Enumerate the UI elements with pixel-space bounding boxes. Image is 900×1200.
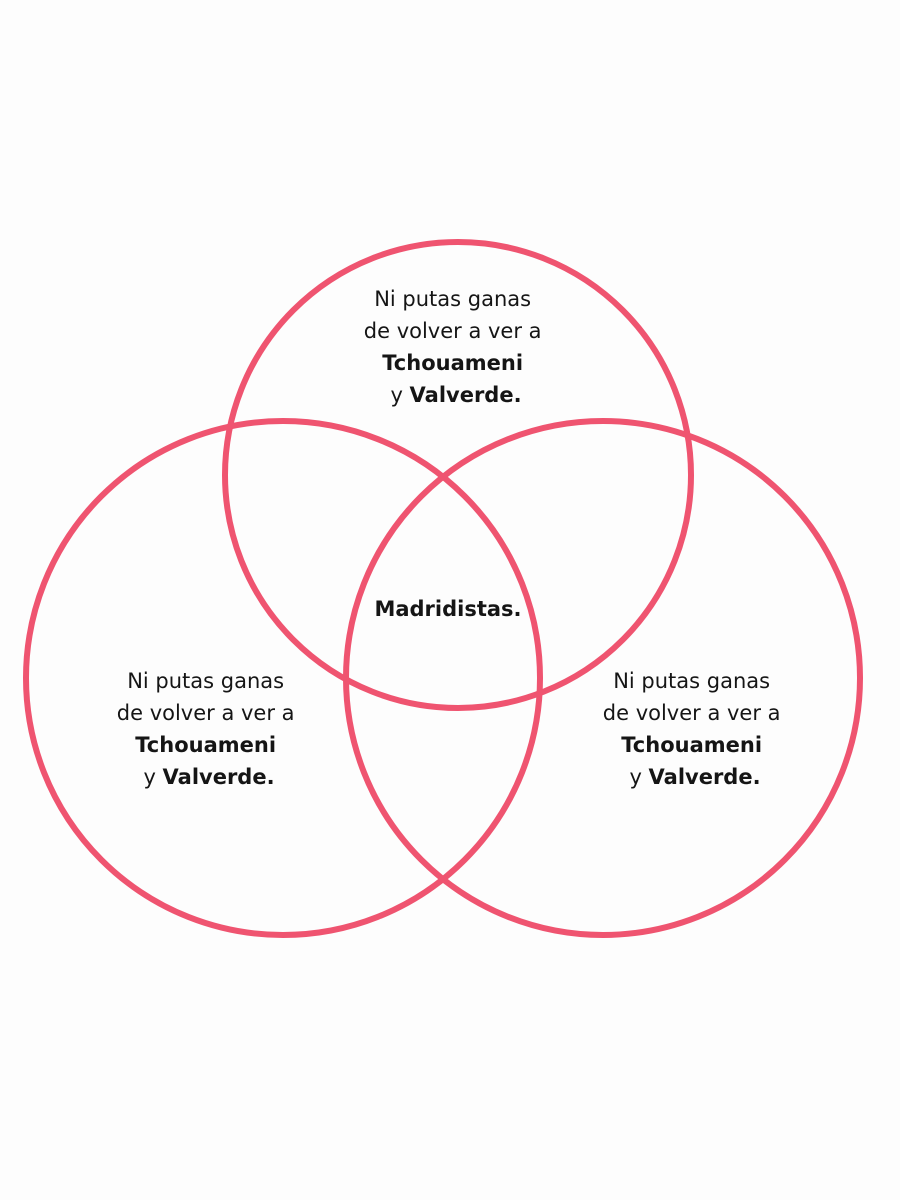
label-top-line-4-part-1: y: [390, 383, 409, 407]
label-top-line-2: de volver a ver a: [364, 319, 542, 343]
label-right-line-1-part-1: Ni putas ganas: [613, 669, 770, 693]
label-left-line-4-part-2: Valverde.: [163, 765, 275, 789]
label-right-line-3: Tchouameni: [621, 733, 762, 757]
label-left-line-2-part-1: de volver a ver a: [117, 701, 295, 725]
label-right-line-4-part-2: Valverde.: [649, 765, 761, 789]
label-top-line-4-part-2: Valverde.: [410, 383, 522, 407]
label-top-line-3-part-1: Tchouameni: [382, 351, 523, 375]
label-left-line-1-part-1: Ni putas ganas: [127, 669, 284, 693]
label-left-line-2: de volver a ver a: [117, 701, 295, 725]
intersection-label: Madridistas.: [374, 597, 521, 621]
label-top-line-1: Ni putas ganas: [374, 287, 531, 311]
circle-right: [343, 418, 863, 938]
label-left-line-4: y Valverde.: [143, 765, 274, 789]
label-left-line-3-part-1: Tchouameni: [135, 733, 276, 757]
label-top: Ni putas ganas de volver a ver a Tchouam…: [364, 287, 548, 407]
label-left-line-1: Ni putas ganas: [127, 669, 284, 693]
label-left-line-3: Tchouameni: [135, 733, 276, 757]
label-right-line-4: y Valverde.: [629, 765, 760, 789]
label-right-line-3-part-1: Tchouameni: [621, 733, 762, 757]
label-left: Ni putas ganas de volver a ver a Tchouam…: [117, 669, 301, 789]
circle-left: [23, 418, 543, 938]
label-top-line-2-part-1: de volver a ver a: [364, 319, 542, 343]
label-top-line-1-part-1: Ni putas ganas: [374, 287, 531, 311]
label-right: Ni putas ganas de volver a ver a Tchouam…: [603, 669, 787, 789]
label-top-line-4: y Valverde.: [390, 383, 521, 407]
circle-top: [222, 239, 694, 711]
label-left-line-4-part-1: y: [143, 765, 162, 789]
label-right-line-1: Ni putas ganas: [613, 669, 770, 693]
label-right-line-2-part-1: de volver a ver a: [603, 701, 781, 725]
label-top-line-3: Tchouameni: [382, 351, 523, 375]
label-right-line-4-part-1: y: [629, 765, 648, 789]
label-right-line-2: de volver a ver a: [603, 701, 781, 725]
